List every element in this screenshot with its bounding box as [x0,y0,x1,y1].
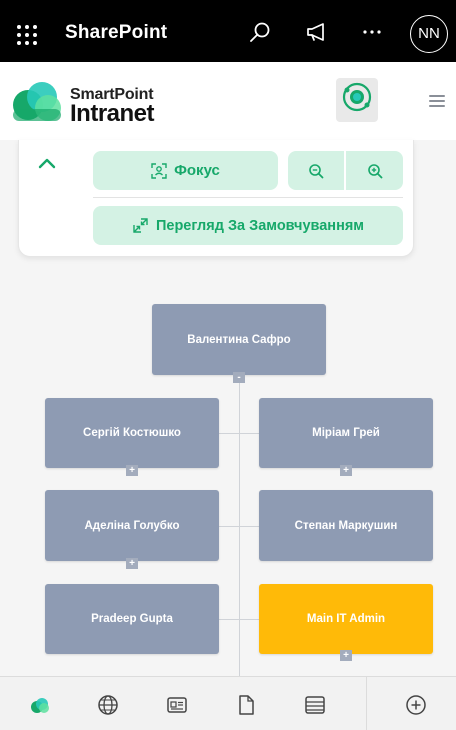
orbit-icon [342,82,372,112]
search-icon[interactable] [248,20,272,44]
org-node[interactable]: Аделіна Голубко [45,490,219,561]
megaphone-icon[interactable] [304,20,328,44]
zoom-out-button[interactable] [288,151,344,190]
expand-node-toggle[interactable]: + [126,558,138,569]
focus-icon [151,162,167,179]
expand-node-toggle[interactable]: + [340,650,352,661]
focus-button[interactable]: Фокус [93,151,278,190]
bottom-tab-bar [0,676,456,730]
node-name: Валентина Сафро [187,333,291,346]
org-node[interactable]: Степан Маркушин [259,490,433,561]
controls-divider [93,197,403,198]
orgchart-controls: Фокус Перегляд За Замовчуванням [18,140,414,257]
zoom-out-icon [309,163,324,178]
node-name: Степан Маркушин [294,519,398,532]
chevron-up-icon[interactable] [38,157,56,169]
default-view-button[interactable]: Перегляд За Замовчуванням [93,206,403,245]
smartpoint-logo-icon[interactable] [10,79,64,123]
branch-connector [219,619,259,620]
branch-connector [219,433,259,434]
hamburger-menu-icon[interactable] [429,95,445,109]
list-icon[interactable] [304,694,326,716]
org-chart: Валентина Сафро - Сергій Костюшко + Адел… [0,258,456,676]
node-name: Main IT Admin [306,613,386,625]
branch-connector [219,526,259,527]
collapse-node-toggle[interactable]: - [233,372,245,383]
org-node[interactable]: Міріам Грей [259,398,433,468]
app-launcher-icon[interactable] [17,25,37,45]
orgchart-app-button[interactable] [336,78,378,122]
news-icon[interactable] [166,694,188,716]
org-node-current-user[interactable]: Main IT Admin [259,584,433,654]
org-node[interactable]: Pradeep Gupta [45,584,219,654]
node-name: Сергій Костюшко [83,427,181,439]
org-node[interactable]: Сергій Костюшко [45,398,219,468]
add-icon[interactable] [405,694,427,716]
site-header: SmartPoint Intranet [0,62,456,140]
zoom-in-button[interactable] [346,151,403,190]
logo-text-smartpoint: SmartPoint [70,86,154,103]
avatar[interactable]: NN [410,15,448,53]
document-icon[interactable] [235,694,257,716]
node-name: Pradeep Gupta [91,613,173,625]
expand-node-toggle[interactable]: + [126,465,138,476]
org-node-root[interactable]: Валентина Сафро [152,304,326,375]
default-view-label: Перегляд За Замовчуванням [155,217,365,234]
tab-separator [366,677,367,730]
more-icon[interactable] [360,20,384,44]
home-icon[interactable] [29,694,51,716]
node-name: Аделіна Голубко [84,519,180,532]
suite-bar: SharePoint NN [0,0,456,62]
expand-node-toggle[interactable]: + [340,465,352,476]
node-name: Міріам Грей [312,427,380,439]
logo-text-intranet: Intranet [70,100,155,127]
collapse-arrows-icon [133,218,148,233]
zoom-in-icon [367,163,382,178]
globe-icon[interactable] [97,694,119,716]
focus-button-label: Фокус [174,162,220,179]
suite-title[interactable]: SharePoint [65,22,168,43]
